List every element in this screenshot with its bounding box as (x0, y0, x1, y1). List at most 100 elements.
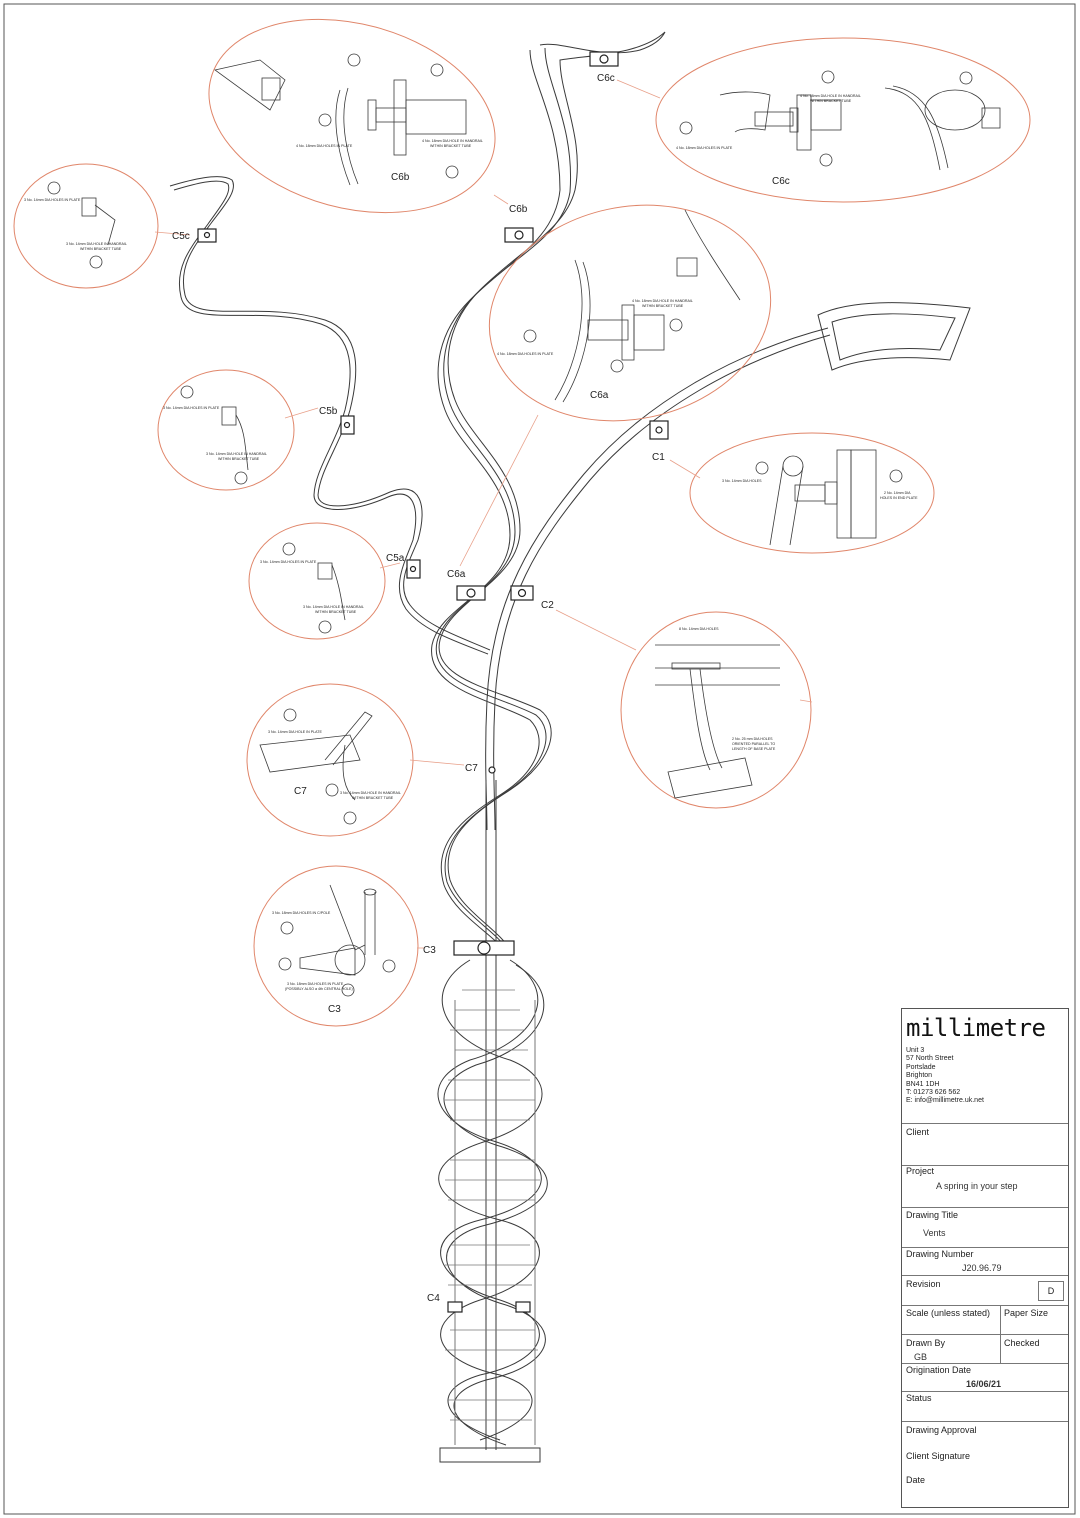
address-line: Portslade (906, 1063, 936, 1071)
note-c7-hole-1: 3 No. 14mm DIA HOLE IN HANDRAIL (340, 791, 401, 795)
callout-c2: C2 (541, 600, 554, 611)
callout-c1: C1 (652, 452, 665, 463)
note-c5a-hole-1: 3 No. 14mm DIA HOLE IN HANDRAIL (303, 605, 364, 609)
thin-handrail-inner (173, 180, 489, 655)
callout-c3-detail: C3 (328, 1004, 341, 1015)
project-value: A spring in your step (936, 1181, 1018, 1191)
bubble-c3 (253, 865, 419, 1027)
note-c5c-hole-2: WITHIN BRACKET TUBE (80, 247, 122, 251)
drawing-title-label: Drawing Title (906, 1210, 959, 1220)
note-c1-end-1: 2 No. 14mm DIA (884, 491, 911, 495)
brackets (197, 51, 669, 1313)
callout-c6a: C6a (447, 569, 466, 580)
callout-c6b: C6b (509, 204, 528, 215)
bubble-c5a (248, 522, 386, 640)
client-signature-label: Client Signature (906, 1451, 971, 1461)
note-c6a-hole-1: 4 No. 18mm DIA HOLE IN HANDRAIL (632, 299, 693, 303)
ribbon-handrail (438, 31, 666, 951)
drawing-title-value: Vents (923, 1228, 946, 1238)
bubble-c6a (488, 204, 772, 422)
address-line: Brighton (906, 1072, 933, 1080)
checked-label: Checked (1004, 1338, 1040, 1348)
note-c5a-hole-2: WITHIN BRACKET TUBE (315, 610, 357, 614)
detail-bubbles (13, 18, 1031, 1027)
bubble-c7 (246, 683, 414, 837)
date-label: Date (906, 1475, 926, 1485)
note-c3-plate-1: 3 No. 18mm DIA HOLES IN PLATE (287, 982, 344, 986)
ribbon-handrail-edge2 (435, 47, 572, 952)
note-c2-base-1: 2 No. 25 mm DIA HOLES (732, 737, 773, 741)
client-label: Client (906, 1127, 930, 1137)
address-line: E: info@millimetre.uk.net (906, 1097, 984, 1105)
spiral-stair-helix-3 (443, 964, 548, 1446)
bubble-c5c (13, 163, 159, 289)
bubble-c1 (689, 432, 935, 554)
paper-size-label: Paper Size (1004, 1308, 1049, 1318)
revision-value: D (1038, 1281, 1064, 1301)
note-c6b-hole-1: 4 No. 18mm DIA HOLE IN HANDRAIL (422, 139, 483, 143)
scale-label: Scale (unless stated) (906, 1308, 991, 1318)
note-c5c-hole-1: 3 No. 14mm DIA HOLE IN HANDRAIL (66, 242, 127, 246)
note-c1-end-2: HOLES IN END PLATE (880, 496, 918, 500)
drawing-number-value: J20.96.79 (962, 1263, 1002, 1273)
drawn-by-value: GB (914, 1352, 928, 1362)
bracket-c7 (488, 766, 496, 774)
note-c5b-plate: 3 No. 14mm DIA HOLES IN PLATE (163, 406, 220, 410)
bubble-c2 (620, 611, 812, 809)
note-c5c-plate: 3 No. 14mm DIA HOLES IN PLATE (24, 198, 81, 202)
leader-lines (154, 79, 813, 949)
callout-c5b: C5b (319, 406, 338, 417)
callout-c6c-detail: C6c (772, 176, 790, 187)
note-c6b-plate: 4 No. 18mm DIA HOLES IN PLATE (296, 144, 353, 148)
callout-c7-detail: C7 (294, 786, 307, 797)
address-line: Unit 3 (906, 1047, 925, 1054)
arc-handrail (493, 334, 831, 831)
note-c6a-plate: 4 No. 18mm DIA HOLES IN PLATE (497, 352, 554, 356)
note-c6c-plate: 4 No. 18mm DIA HOLES IN PLATE (676, 146, 733, 150)
note-c2-base-3: LENGTH OF BASE PLATE (732, 747, 776, 751)
origination-date-label: Origination Date (906, 1365, 972, 1375)
note-c7-hole-2: WITHIN BRACKET TUBE (352, 796, 394, 800)
note-c6c-hole-1: 4 No. 18mm DIA HOLE IN HANDRAIL (800, 94, 861, 98)
note-c3-pole: 3 No. 18mm DIA HOLES IN C/POLE (272, 911, 331, 915)
note-c5b-hole-2: WITHIN BRACKET TUBE (218, 457, 260, 461)
origination-date-value: 16/06/21 (966, 1379, 1002, 1389)
callout-c6a-detail: C6a (590, 390, 609, 401)
callout-c4: C4 (427, 1293, 440, 1304)
note-c2-holes: 8 No. 14mm DIA HOLES (679, 627, 719, 631)
spiral-stair-helix-2 (438, 959, 543, 1441)
revision-label: Revision (906, 1279, 941, 1289)
arc-handrail-inner (485, 327, 829, 831)
annotation-notes: 3 No. 14mm DIA HOLES IN PLATE 3 No. 14mm… (24, 94, 918, 991)
spiral-stair-helix (437, 959, 542, 1441)
bracket-c4-right (515, 1301, 531, 1313)
callout-c6c: C6c (597, 73, 615, 84)
stair-treads (445, 989, 540, 1421)
sign-board (817, 302, 971, 371)
callout-labels: C6c C6b C5c C5b C1 C5a C6a C2 C7 C3 C4 C… (172, 73, 790, 1304)
callout-c7: C7 (465, 763, 478, 774)
note-c6b-hole-2: WITHIN BRACKET TUBE (430, 144, 472, 148)
drawn-by-label: Drawn By (906, 1338, 946, 1348)
company-logo: millimetre (906, 1014, 1046, 1042)
status-label: Status (906, 1393, 932, 1403)
note-c2-base-2: ORIENTED PARALLEL TO (732, 742, 775, 746)
callout-c5a: C5a (386, 553, 405, 564)
bubble-c5b (157, 369, 295, 491)
address-line: BN41 1DH (906, 1080, 940, 1088)
ribbon-handrail-edge (431, 49, 561, 953)
callout-c6b-detail: C6b (391, 172, 410, 183)
project-label: Project (906, 1166, 935, 1176)
address-line: 57 North Street (906, 1055, 954, 1063)
thin-handrail (169, 176, 491, 651)
note-c5b-hole-1: 3 No. 14mm DIA HOLE IN HANDRAIL (206, 452, 267, 456)
note-c5a-plate: 3 No. 14mm DIA HOLES IN PLATE (260, 560, 317, 564)
note-c6a-hole-2: WITHIN BRACKET TUBE (642, 304, 684, 308)
bubble-c6b (208, 18, 496, 214)
note-c6c-hole-2: WITHIN BRACKET TUBE (810, 99, 852, 103)
drawing-number-label: Drawing Number (906, 1249, 974, 1259)
address-line: T: 01273 626 562 (906, 1089, 961, 1097)
